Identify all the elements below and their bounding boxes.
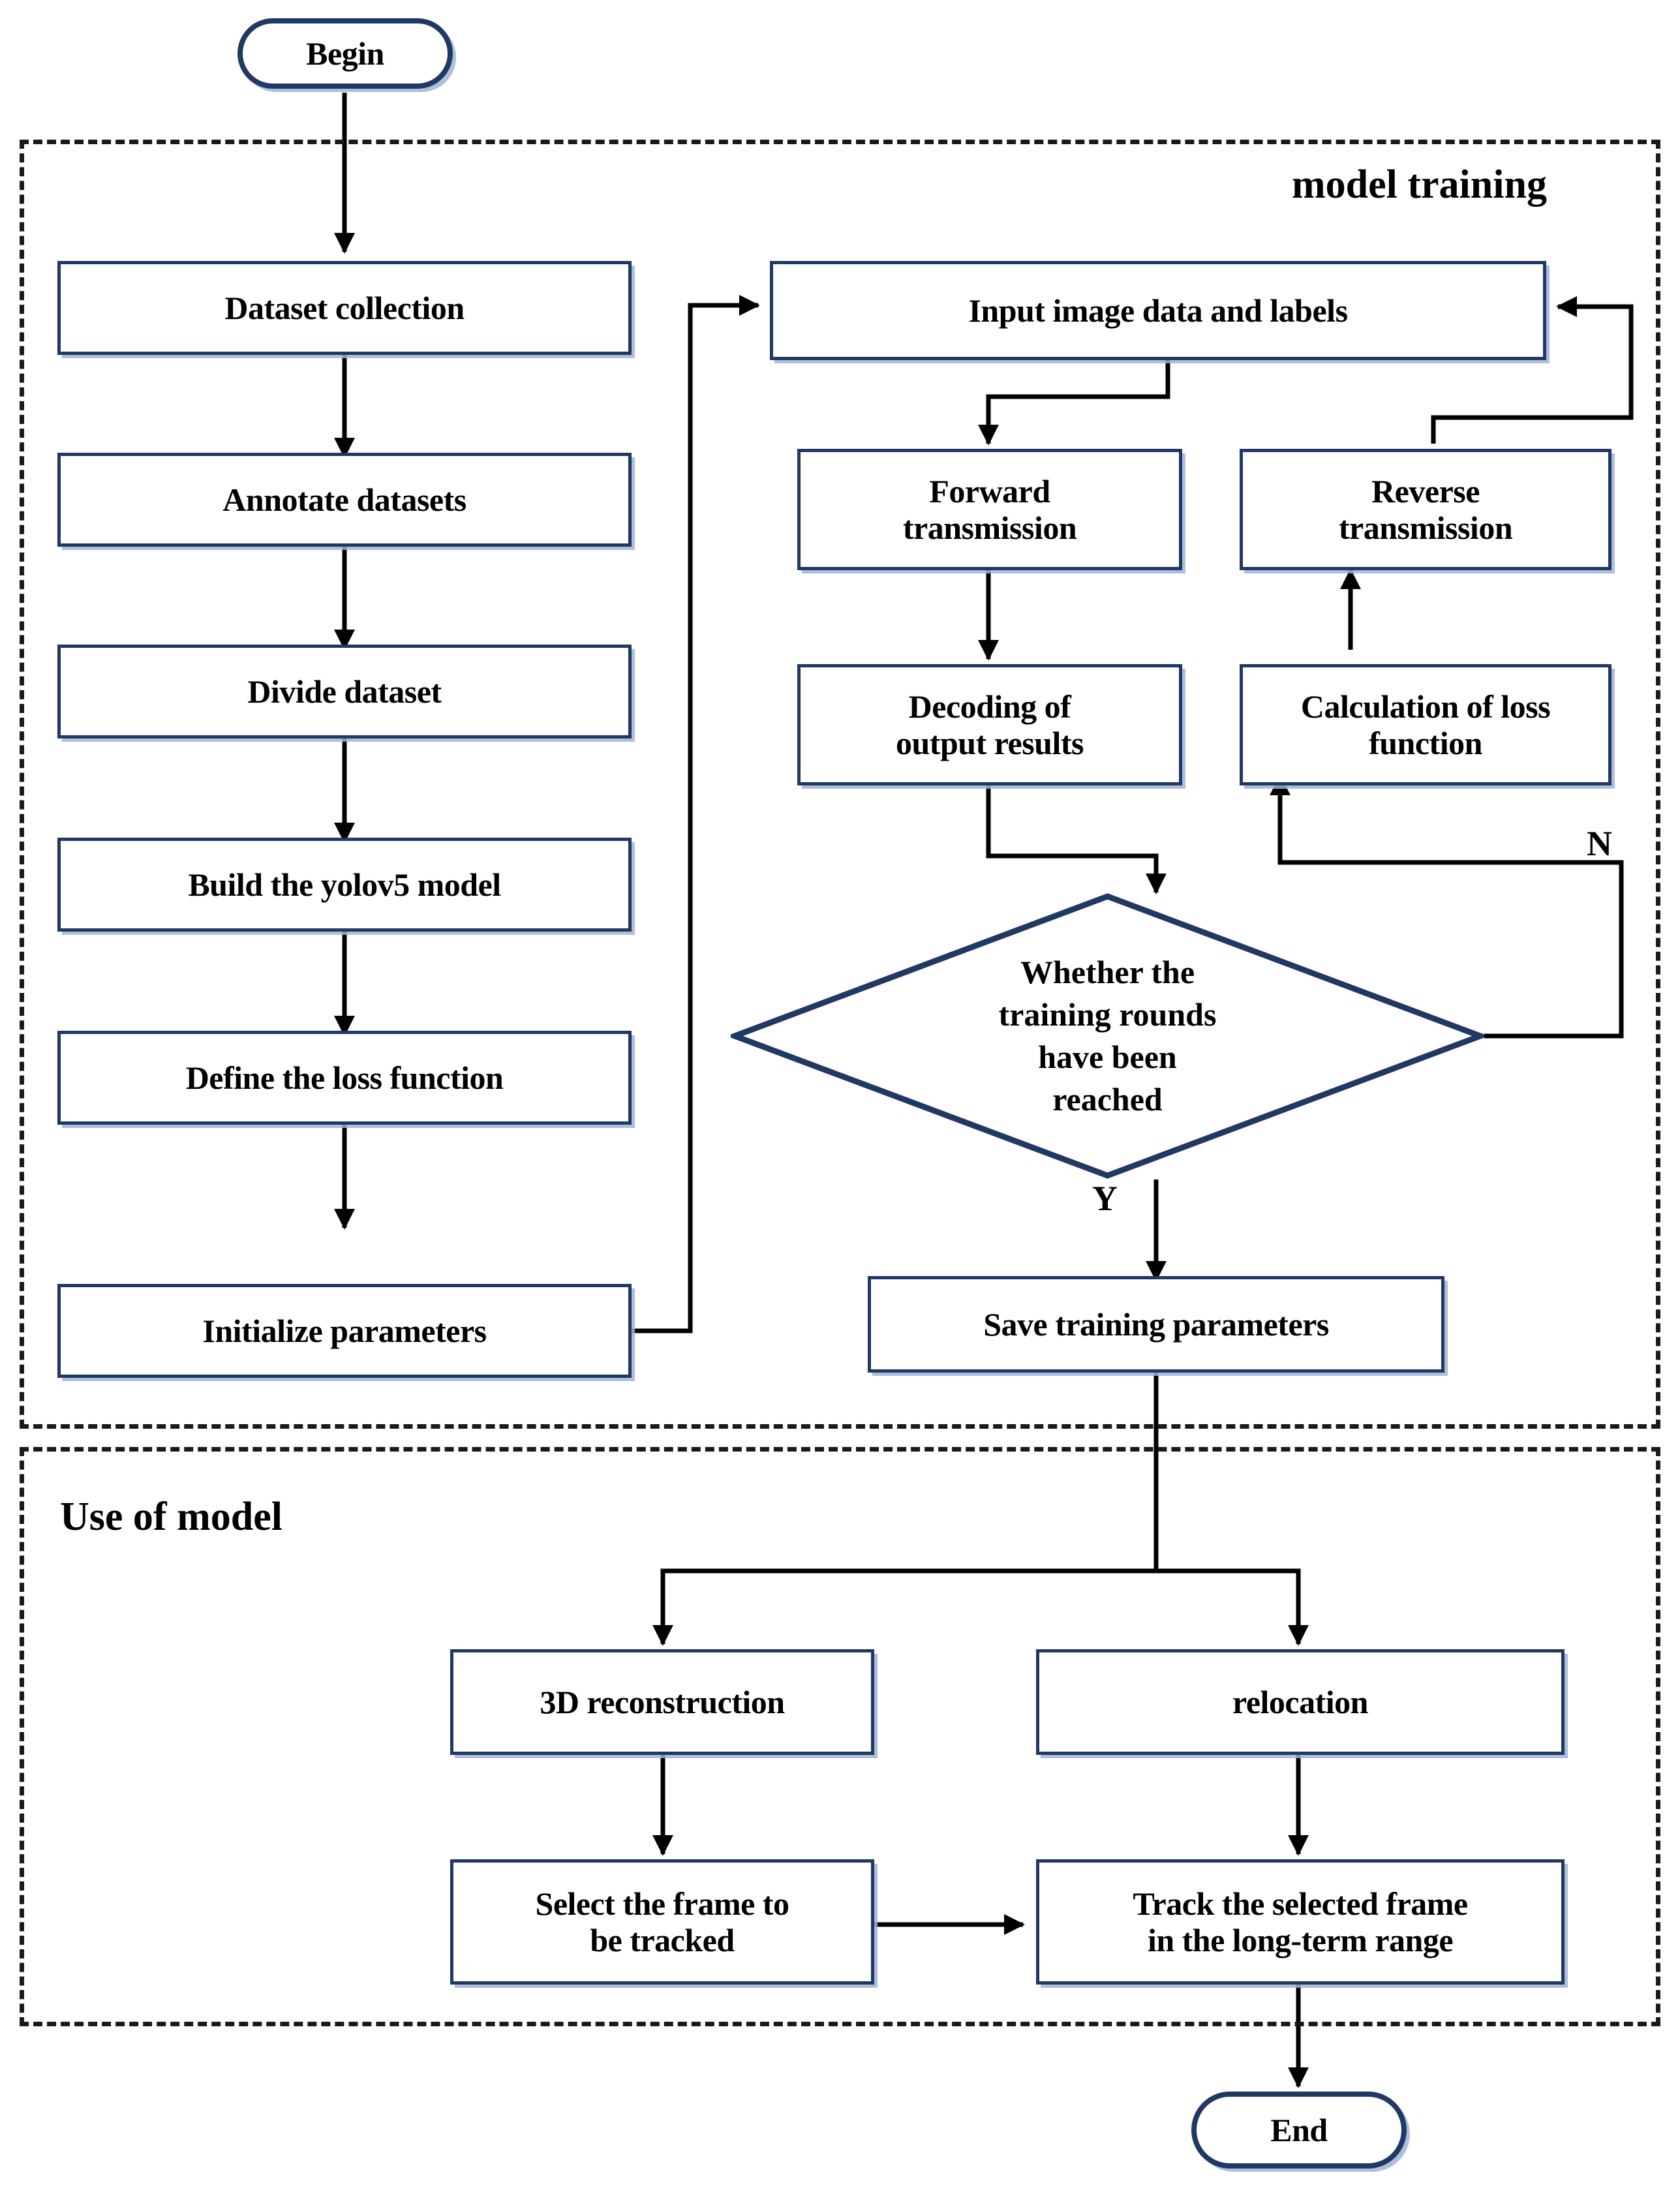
node-input-image-data[interactable]: Input image data and labels	[770, 261, 1546, 360]
node-select-frame-label-line2: be tracked	[590, 1922, 735, 1958]
node-forward-transmission-label-line1: Forward	[929, 473, 1050, 510]
node-define-loss-function[interactable]: Define the loss function	[57, 1031, 632, 1125]
node-3d-reconstruction-label: 3D reconstruction	[540, 1684, 785, 1720]
node-calculation-loss-function-label-line2: function	[1369, 725, 1482, 761]
node-decoding-output-results-label-line1: Decoding of	[908, 688, 1071, 725]
edge-input-to-forward	[977, 360, 1170, 446]
decision-label-line4: reached	[1052, 1081, 1163, 1118]
terminator-end-label: End	[1270, 2112, 1328, 2148]
edge-decision-no-to-calcloss	[1269, 774, 1624, 1039]
decision-training-rounds-reached[interactable]: Whether the training rounds have been re…	[731, 892, 1484, 1180]
node-forward-transmission[interactable]: Forward transmission	[797, 449, 1182, 570]
decision-label-line3: have been	[1038, 1039, 1177, 1075]
node-track-frame-label-line2: in the long-term range	[1147, 1922, 1454, 1958]
node-annotate-datasets-label: Annotate datasets	[222, 481, 466, 518]
node-save-training-parameters-label: Save training parameters	[983, 1306, 1329, 1343]
node-forward-transmission-label-line2: transmission	[902, 510, 1077, 546]
edge-reverse-to-input	[1431, 296, 1634, 444]
terminator-begin[interactable]: Begin	[237, 18, 453, 89]
node-decoding-output-results[interactable]: Decoding of output results	[797, 664, 1182, 785]
decision-diamond-shape	[731, 892, 1484, 1180]
group-label-model-training: model training	[1292, 162, 1547, 207]
node-track-frame-label-line1: Track the selected frame	[1133, 1885, 1468, 1922]
node-3d-reconstruction[interactable]: 3D reconstruction	[450, 1649, 874, 1755]
edge-save-to-relocation	[1156, 1568, 1309, 1646]
terminator-begin-label: Begin	[306, 35, 384, 72]
decision-label-line1: Whether the	[1020, 954, 1195, 990]
node-dataset-collection[interactable]: Dataset collection	[57, 261, 632, 355]
group-use-of-model-border	[20, 1447, 1660, 2026]
group-model-training-border	[20, 140, 1660, 1429]
node-reverse-transmission[interactable]: Reverse transmission	[1240, 449, 1611, 570]
node-reverse-transmission-label-line1: Reverse	[1371, 473, 1480, 510]
terminator-end[interactable]: End	[1191, 2092, 1407, 2169]
edge-save-to-3d	[652, 1370, 1159, 1646]
decision-label-block: Whether the training rounds have been re…	[999, 951, 1217, 1121]
decision-branch-label-yes: Y	[1092, 1179, 1118, 1218]
node-define-loss-function-label: Define the loss function	[185, 1059, 504, 1096]
node-build-yolov5-model[interactable]: Build the yolov5 model	[57, 838, 632, 932]
node-decoding-output-results-label-line2: output results	[896, 725, 1084, 761]
node-select-frame-label-line1: Select the frame to	[535, 1885, 789, 1922]
node-select-frame-to-be-tracked[interactable]: Select the frame to be tracked	[450, 1859, 874, 1985]
node-input-image-data-label: Input image data and labels	[968, 292, 1348, 329]
node-build-yolov5-model-label: Build the yolov5 model	[188, 866, 501, 903]
node-relocation[interactable]: relocation	[1036, 1649, 1565, 1755]
node-initialize-parameters-label: Initialize parameters	[202, 1313, 487, 1349]
node-calculation-loss-function-label-line1: Calculation of loss	[1300, 688, 1551, 725]
decision-label-line2: training rounds	[998, 996, 1217, 1033]
node-divide-dataset-label: Divide dataset	[247, 673, 442, 710]
node-annotate-datasets[interactable]: Annotate datasets	[57, 453, 632, 547]
node-calculation-loss-function[interactable]: Calculation of loss function	[1240, 664, 1611, 785]
node-initialize-parameters[interactable]: Initialize parameters	[57, 1284, 632, 1378]
node-dataset-collection-label: Dataset collection	[224, 290, 465, 326]
node-save-training-parameters[interactable]: Save training parameters	[868, 1276, 1444, 1373]
edge-init-to-input	[632, 294, 760, 1333]
node-reverse-transmission-label-line2: transmission	[1338, 510, 1513, 546]
node-divide-dataset[interactable]: Divide dataset	[57, 645, 632, 738]
node-relocation-label: relocation	[1232, 1684, 1368, 1720]
decision-branch-label-no: N	[1587, 824, 1612, 863]
edge-decoding-to-decision	[986, 785, 1167, 894]
node-track-selected-frame[interactable]: Track the selected frame in the long-ter…	[1036, 1859, 1565, 1985]
group-label-use-of-model: Use of model	[60, 1495, 283, 1539]
